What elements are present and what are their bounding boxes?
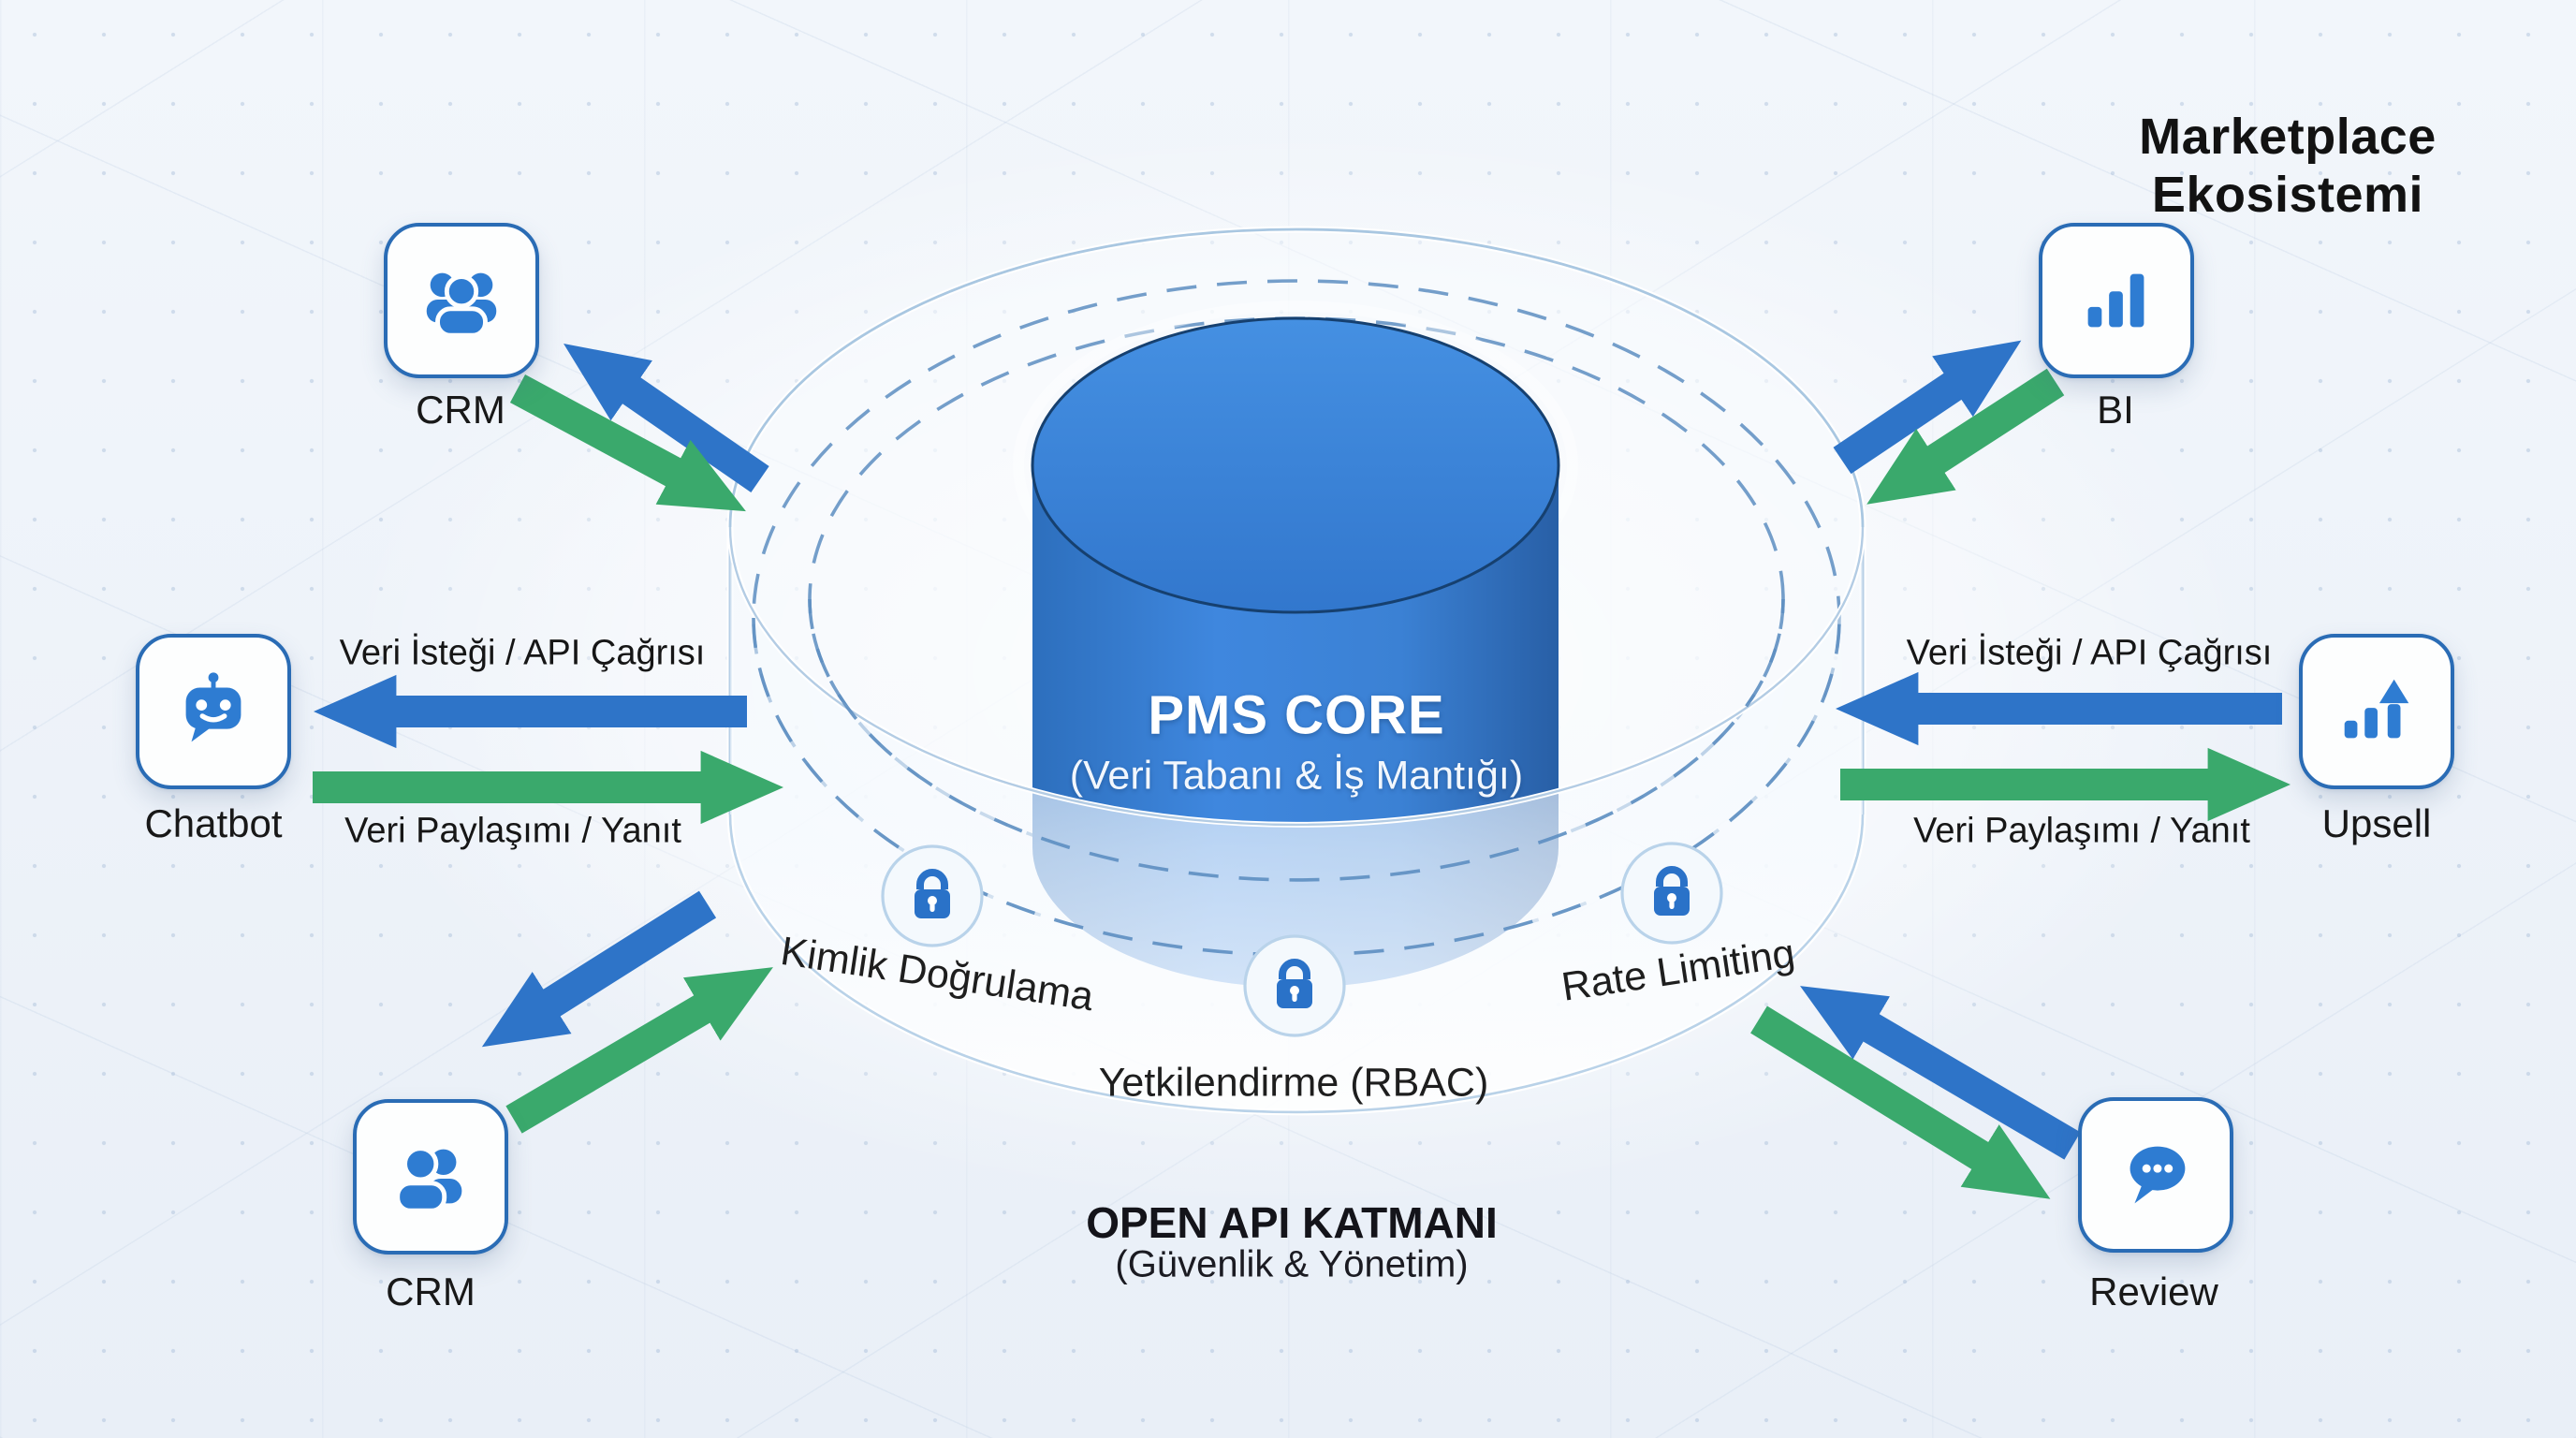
security-label-authorization: Yetkilendirme (RBAC) (1098, 1060, 1489, 1106)
bar-chart-icon (2087, 273, 2144, 328)
flow-label-request-right: Veri İsteği / API Çağrısı (1906, 633, 2273, 673)
lock-icon (881, 844, 984, 947)
node-review (2078, 1097, 2233, 1253)
node-upsell (2299, 634, 2454, 789)
node-label-crm-bottom: CRM (386, 1269, 476, 1313)
people-pair-icon (395, 1146, 462, 1213)
node-label-chatbot: Chatbot (144, 801, 283, 845)
flow-arrows (313, 340, 2291, 1199)
robot-chat-icon (185, 672, 242, 742)
node-bi (2039, 223, 2194, 378)
api-layer-subtitle: (Güvenlik & Yönetim) (1115, 1243, 1469, 1285)
flow-label-response-left: Veri Paylaşımı / Yanıt (344, 811, 681, 851)
people-group-icon (426, 272, 497, 338)
flow-label-response-right: Veri Paylaşımı / Yanıt (1913, 811, 2250, 851)
page-title-line2: Ekosistemi (2151, 167, 2424, 223)
node-label-bi: BI (2097, 388, 2134, 432)
node-label-review: Review (2089, 1269, 2218, 1313)
node-label-crm-top: CRM (416, 388, 505, 432)
response-arrow (509, 374, 746, 512)
node-label-upsell: Upsell (2321, 801, 2432, 845)
core-subtitle: (Veri Tabanı & İş Mantığı) (1069, 753, 1524, 799)
node-crm-top (384, 223, 539, 378)
flow-label-request-left: Veri İsteği / API Çağrısı (339, 633, 706, 673)
core-title: PMS CORE (1148, 684, 1445, 746)
response-arrow (505, 967, 773, 1134)
request-arrow (481, 890, 717, 1048)
response-arrow (1866, 368, 2065, 505)
dashed-orbits-front (752, 598, 1841, 957)
security-locks (881, 842, 1723, 1037)
api-layer-title: OPEN API KATMANI (1086, 1198, 1498, 1247)
node-crm-bottom (353, 1099, 508, 1255)
chat-bubble-icon (2130, 1146, 2186, 1204)
request-arrow (1833, 340, 2022, 475)
lock-icon (1243, 934, 1346, 1037)
request-arrow (1800, 986, 2081, 1160)
lock-icon (1620, 842, 1723, 945)
response-arrow (1750, 1005, 2051, 1199)
api-ring-front (726, 526, 1866, 1116)
growth-chart-icon (2344, 679, 2409, 739)
page-title-line1: Marketplace (2139, 109, 2437, 165)
node-chatbot (136, 634, 291, 789)
